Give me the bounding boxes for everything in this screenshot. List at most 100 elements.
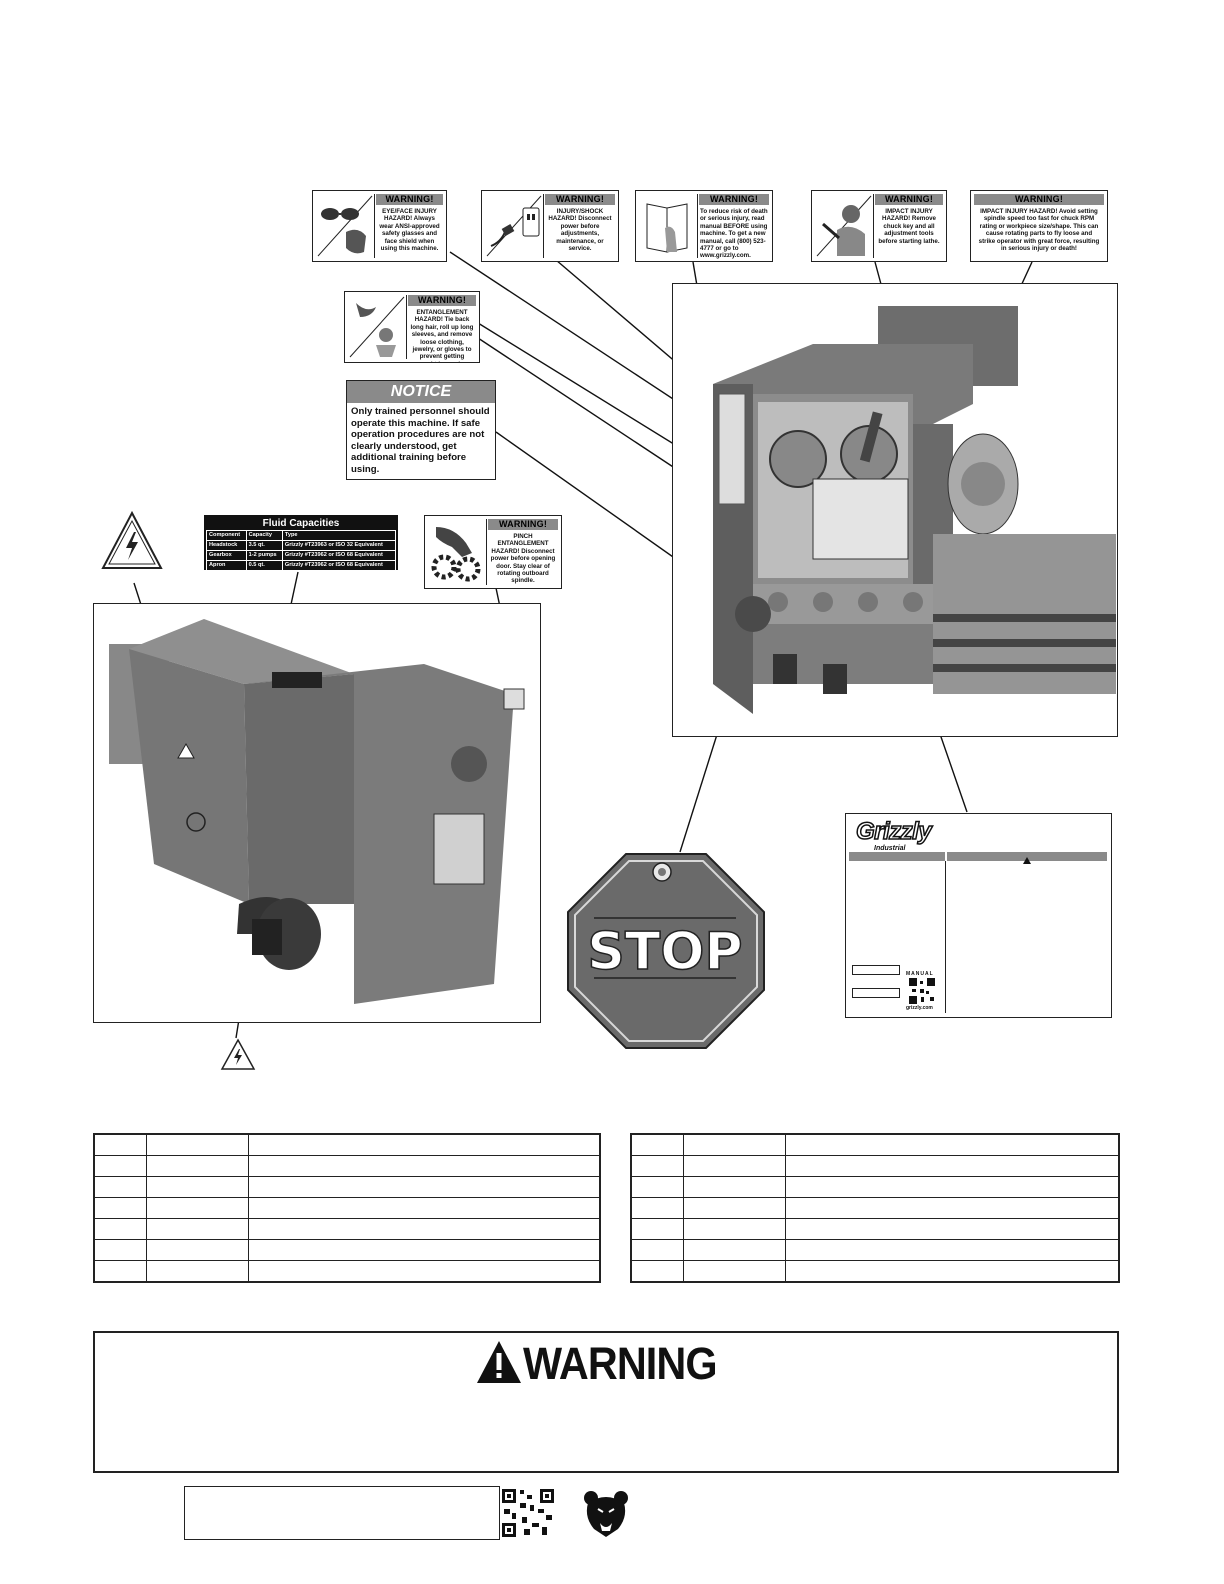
table-cell: Gearbox [206, 550, 247, 561]
fluid-table: Component Capacity Type Headstock 3.5 qt… [206, 530, 397, 571]
table-cell [145, 1155, 249, 1177]
table-cell [784, 1176, 1120, 1198]
warning-header: WARNING! [408, 295, 476, 306]
notice-text: Only trained personnel should operate th… [351, 406, 490, 475]
electrical-hazard-icon [220, 1038, 256, 1070]
label-text: INJURY/SHOCK HAZARD! Disconnect power be… [548, 208, 612, 253]
label-text: IMPACT INJURY HAZARD! Remove chuck key a… [878, 208, 940, 245]
table-cell: 0.5 qt. [245, 560, 283, 571]
warning-header: WARNING! [545, 194, 615, 205]
electrical-hazard-icon [101, 510, 163, 569]
notice-label: NOTICE Only trained personnel should ope… [346, 380, 496, 480]
brand-subtitle: Industrial [874, 845, 906, 852]
table-row [93, 1218, 601, 1240]
stop-text: STOP [587, 922, 742, 982]
labels-parts-table-right [630, 1133, 1120, 1283]
machine-id-plate: Grizzly Industrial MANUAL grizzly.com [845, 813, 1112, 1018]
plate-spec-header [849, 852, 945, 861]
label-read-manual: WARNING! To reduce risk of death or seri… [635, 190, 773, 262]
table-cell [145, 1197, 249, 1219]
table-cell [247, 1260, 601, 1283]
table-cell [93, 1133, 147, 1156]
table-row [630, 1260, 1120, 1283]
gears-hand-icon [428, 519, 487, 585]
unplug-icon [485, 194, 544, 258]
table-row [630, 1133, 1120, 1156]
warning-header: WARNING! [699, 194, 769, 205]
table-cell [784, 1218, 1120, 1240]
warning-header: WARNING! [974, 194, 1104, 205]
brand-logo: Grizzly [855, 817, 932, 846]
fluid-capacities-label: Fluid Capacities Component Capacity Type… [204, 515, 398, 571]
serial-box [852, 965, 900, 975]
lathe-rear-photo [93, 603, 541, 1023]
table-cell [93, 1218, 147, 1240]
table-cell [682, 1260, 786, 1283]
table-row [630, 1218, 1120, 1240]
label-pinch-entanglement: WARNING! PINCH ENTANGLEMENT HAZARD! Disc… [424, 515, 562, 589]
lathe-illustration [673, 284, 1116, 735]
table-cell [145, 1176, 249, 1198]
label-text: To reduce risk of death or serious injur… [700, 208, 768, 260]
table-cell [784, 1197, 1120, 1219]
table-cell [784, 1239, 1120, 1261]
table-cell: Grizzly #T23962 or ISO 68 Equivalent [281, 560, 397, 571]
grizzly-bear-logo-icon [584, 1491, 628, 1537]
table-cell [93, 1260, 147, 1283]
fluid-title: Fluid Capacities [262, 518, 340, 529]
table-cell [784, 1133, 1120, 1156]
table-cell [247, 1133, 601, 1156]
table-cell [630, 1239, 684, 1261]
table-row [93, 1260, 601, 1283]
footer-box [184, 1486, 500, 1540]
safety-glasses-icon [316, 194, 375, 258]
qr-caption-bottom: grizzly.com [906, 1005, 933, 1011]
table-cell [247, 1239, 601, 1261]
table-cell: 3.5 qt. [245, 540, 283, 551]
table-cell: 1-2 pumps [245, 550, 283, 561]
table-cell: Grizzly #T23962 or ISO 68 Equivalent [281, 550, 397, 561]
table-cell [145, 1239, 249, 1261]
label-text: IMPACT INJURY HAZARD! Avoid setting spin… [978, 208, 1100, 253]
manual-book-icon [639, 194, 698, 258]
qr-code-icon [500, 1487, 556, 1539]
table-cell [682, 1197, 786, 1219]
lathe-rear-illustration [94, 604, 539, 1021]
table-cell [145, 1218, 249, 1240]
table-row [93, 1197, 601, 1219]
warning-box [93, 1331, 1119, 1473]
table-cell [630, 1176, 684, 1198]
table-cell: Apron [206, 560, 247, 571]
table-cell [630, 1133, 684, 1156]
warning-title: WARNING [523, 1338, 718, 1389]
table-cell [145, 1260, 249, 1283]
notice-header: NOTICE [347, 381, 495, 403]
table-cell [93, 1155, 147, 1177]
date-box [852, 988, 900, 998]
entanglement-icon [348, 295, 407, 359]
table-cell [247, 1176, 601, 1198]
qr-code-icon [908, 977, 936, 1005]
table-cell [630, 1197, 684, 1219]
table-cell [630, 1260, 684, 1283]
table-cell [682, 1133, 786, 1156]
table-cell [247, 1155, 601, 1177]
label-injury-shock: WARNING! INJURY/SHOCK HAZARD! Disconnect… [481, 190, 619, 262]
label-entanglement: WARNING! ENTANGLEMENT HAZARD! Tie back l… [344, 291, 480, 363]
table-row [630, 1176, 1120, 1198]
table-row: Gearbox 1-2 pumps Grizzly #T23962 or ISO… [206, 550, 397, 561]
table-header: Component [206, 530, 247, 541]
table-cell [682, 1155, 786, 1177]
table-cell [93, 1239, 147, 1261]
label-text: ENTANGLEMENT HAZARD! Tie back long hair,… [410, 309, 474, 362]
plate-warning-header [947, 852, 1107, 864]
label-impact-spindle-speed: WARNING! IMPACT INJURY HAZARD! Avoid set… [970, 190, 1108, 262]
warning-header: WARNING! [875, 194, 943, 205]
table-row [93, 1176, 601, 1198]
stop-sign: STOP [567, 853, 765, 1049]
plate-divider [945, 861, 946, 1013]
label-eye-face-injury: WARNING! EYE/FACE INJURY HAZARD! Always … [312, 190, 447, 262]
table-cell [682, 1176, 786, 1198]
table-row [630, 1197, 1120, 1219]
table-cell: Grizzly #T23963 or ISO 32 Equivalent [281, 540, 397, 551]
